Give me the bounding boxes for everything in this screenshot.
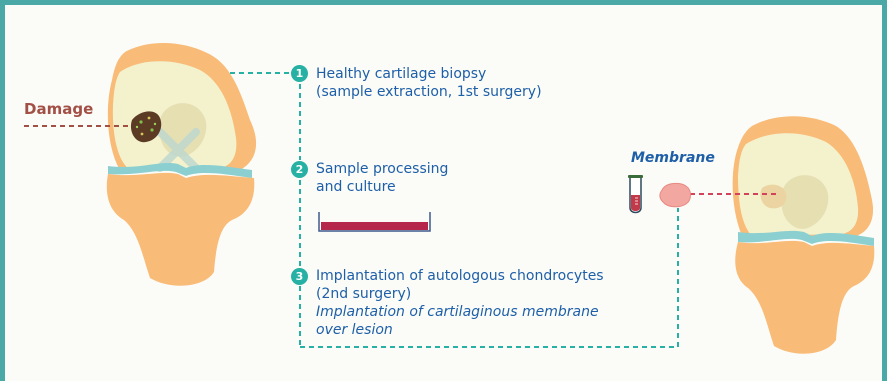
step-1-number: 1	[291, 65, 308, 82]
left-ligament-cross	[156, 128, 200, 172]
step-3-detail-line-2: over lesion	[316, 322, 393, 338]
step-3-title: Implantation of autologous chondrocytes	[316, 268, 604, 284]
step-3-detail-line-1: Implantation of cartilaginous membrane	[316, 304, 599, 320]
left-meniscus	[108, 163, 252, 178]
petri-dish	[318, 212, 431, 232]
left-tibia-bone	[106, 172, 255, 286]
frame-left-border	[0, 0, 5, 387]
left-lesion	[130, 111, 162, 143]
step-1-title: Healthy cartilage biopsy	[316, 66, 487, 82]
damage-label: Damage	[24, 100, 94, 118]
step-2-number: 2	[291, 161, 308, 178]
step-3-subtitle: (2nd surgery)	[316, 286, 412, 302]
frame-bottom-edge	[0, 381, 887, 387]
process-path	[230, 72, 679, 348]
step-2-title: Sample processing	[316, 161, 449, 177]
right-tibia-bone	[735, 240, 875, 354]
left-knee	[106, 42, 257, 286]
step-2-subtitle: and culture	[316, 179, 396, 195]
right-meniscus	[738, 230, 874, 246]
right-knee	[732, 116, 875, 354]
frame-top-border	[0, 0, 887, 5]
step-3-number: 3	[291, 268, 308, 285]
right-implant-patch	[760, 184, 787, 209]
membrane-label: Membrane	[631, 150, 715, 166]
frame-right-border	[882, 0, 887, 387]
right-femur-notch	[781, 175, 829, 229]
step-1-subtitle: (sample extraction, 1st surgery)	[316, 84, 542, 100]
membrane-blob	[659, 182, 691, 208]
test-tube-icon	[628, 175, 643, 214]
